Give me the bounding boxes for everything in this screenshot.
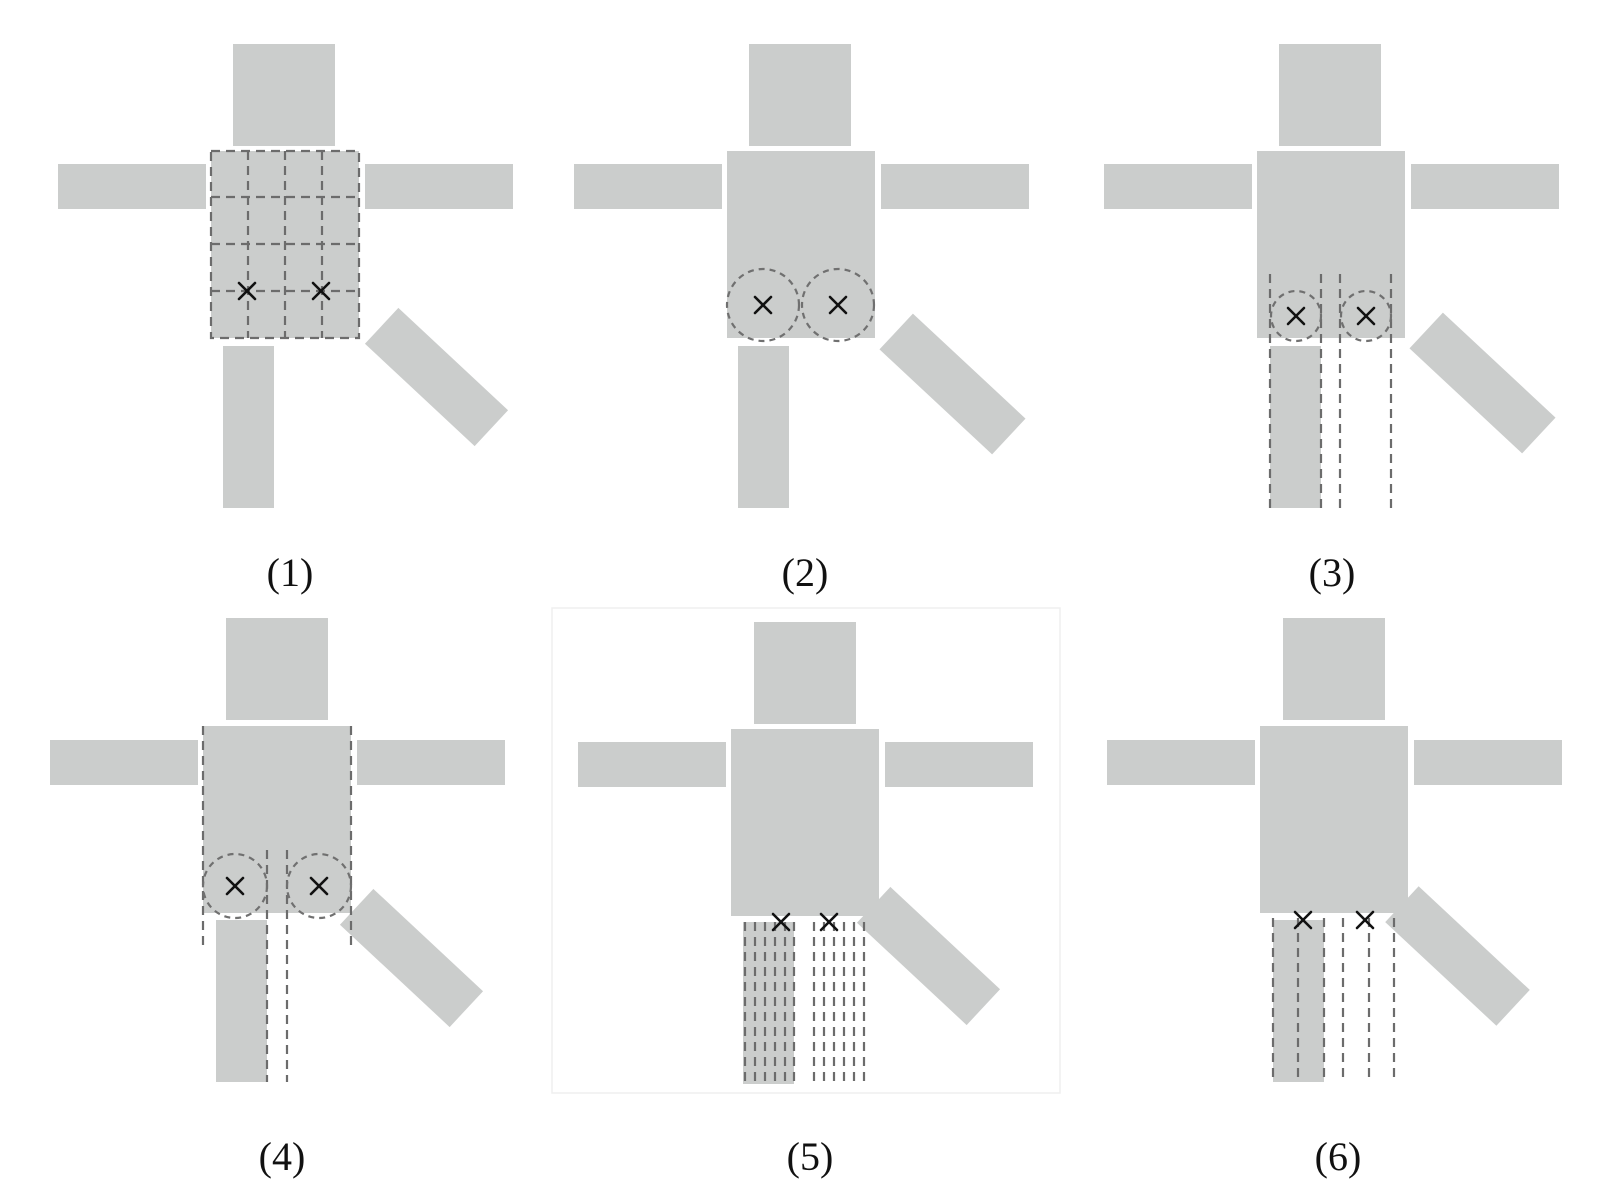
cross-icon: [225, 876, 245, 896]
left-leg: [743, 922, 794, 1084]
panel-4: (4): [0, 600, 540, 1200]
leg-guides: [1271, 918, 1396, 1082]
right-arm: [365, 164, 513, 209]
cross-icon: [819, 912, 839, 932]
left-leg: [1270, 346, 1321, 508]
humanoid-figure: [574, 44, 1029, 508]
panel-6: (6): [1070, 600, 1600, 1200]
cross-icon: [1356, 306, 1376, 326]
head: [233, 44, 335, 146]
right-leg: [856, 886, 1001, 1026]
left-hip-region: [1269, 289, 1323, 343]
cross-icon: [1286, 306, 1306, 326]
panel-2-label: (2): [781, 550, 829, 595]
right-arm: [1414, 740, 1562, 785]
right-leg: [1385, 886, 1530, 1026]
grid-guides: [209, 149, 361, 340]
right-hip-region: [1339, 289, 1393, 343]
right-hip-region: [800, 267, 876, 343]
cross-icon: [311, 281, 331, 301]
head: [1279, 44, 1381, 146]
panel-4-label: (4): [258, 1134, 306, 1179]
humanoid-figure: [1107, 618, 1562, 1082]
panel-5-label: (5): [786, 1134, 834, 1179]
cross-icon: [753, 295, 773, 315]
head: [226, 618, 328, 720]
panel-3: (3): [1070, 0, 1600, 600]
cross-icon: [1293, 910, 1313, 930]
cross-icon: [1355, 910, 1375, 930]
panel-2-figure: [574, 44, 1029, 508]
head: [1283, 618, 1385, 720]
right-hip-region: [285, 852, 353, 920]
head: [749, 44, 851, 146]
left-arm: [578, 742, 726, 787]
right-leg: [364, 307, 509, 447]
torso: [1257, 151, 1405, 338]
right-leg: [1409, 312, 1556, 454]
cross-icon: [237, 281, 257, 301]
cross-icon: [828, 295, 848, 315]
left-arm: [50, 740, 198, 785]
torso: [203, 726, 351, 913]
right-arm: [881, 164, 1029, 209]
humanoid-figure: [50, 618, 505, 1082]
stripe-guides: [743, 922, 866, 1084]
panel-1-label: (1): [266, 550, 314, 595]
torso: [727, 151, 875, 338]
right-leg: [879, 313, 1026, 455]
torso: [731, 729, 879, 916]
left-hip-region: [201, 852, 269, 920]
panel-3-label: (3): [1308, 550, 1356, 595]
humanoid-figure: [1104, 44, 1559, 508]
left-arm: [1104, 164, 1252, 209]
left-arm: [1107, 740, 1255, 785]
humanoid-figure: [578, 622, 1033, 1084]
panel-5-frame: [551, 607, 1061, 1094]
cross-icon: [771, 912, 791, 932]
panel-1-figure: [58, 44, 513, 508]
left-leg: [738, 346, 789, 508]
left-hip-region: [725, 267, 801, 343]
panel-6-label: (6): [1314, 1134, 1362, 1179]
left-arm: [574, 164, 722, 209]
left-leg: [223, 346, 274, 508]
panel-5-figure: [551, 607, 1061, 1094]
cross-icon: [309, 876, 329, 896]
panel-6-figure: [1107, 618, 1562, 1082]
head: [754, 622, 856, 724]
right-arm: [885, 742, 1033, 787]
panel-2: (2): [540, 0, 1070, 600]
panel-1: (1): [0, 0, 540, 600]
right-arm: [357, 740, 505, 785]
right-arm: [1411, 164, 1559, 209]
panel-5: (5): [540, 600, 1070, 1200]
leg-guides: [1268, 274, 1393, 508]
left-arm: [58, 164, 206, 209]
left-leg: [216, 920, 267, 1082]
right-leg: [339, 888, 484, 1028]
torso: [1260, 726, 1408, 913]
panel-4-figure: [50, 618, 505, 1082]
panel-3-figure: [1104, 44, 1559, 508]
